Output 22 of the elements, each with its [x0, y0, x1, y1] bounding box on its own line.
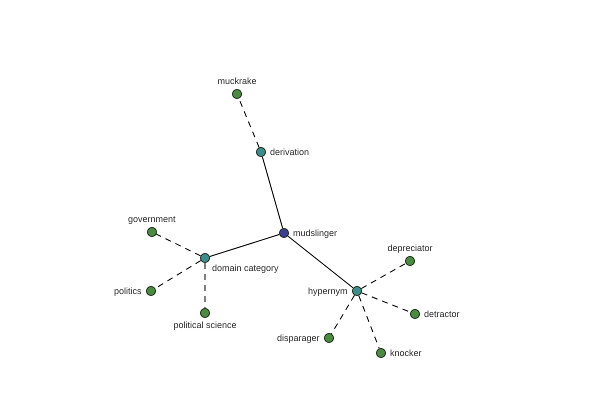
dashed-connector: [361, 292, 411, 313]
dashed-connector: [360, 262, 406, 290]
node-label: mudslinger: [293, 228, 338, 238]
dashed-connector: [358, 295, 380, 349]
connector-line: [287, 236, 354, 288]
node-label: politics: [114, 286, 142, 296]
connector-line: [209, 234, 280, 257]
node-label: knocker: [390, 348, 422, 358]
node-label: hypernym: [308, 286, 348, 296]
node-label: detractor: [424, 308, 460, 320]
node-label: depreciator: [388, 243, 433, 254]
dashed-connector: [156, 234, 201, 256]
node-label: government: [128, 214, 176, 225]
node-label: domain category: [212, 263, 279, 274]
node-label: muckrake: [218, 76, 257, 87]
dashed-connector: [331, 294, 355, 334]
node-label: disparager: [277, 332, 320, 344]
dashed-connector: [238, 98, 260, 148]
node-label: political science: [174, 320, 237, 331]
connector-line: [262, 156, 284, 229]
dashed-connector: [204, 262, 206, 308]
node-label: derivation: [270, 146, 310, 158]
